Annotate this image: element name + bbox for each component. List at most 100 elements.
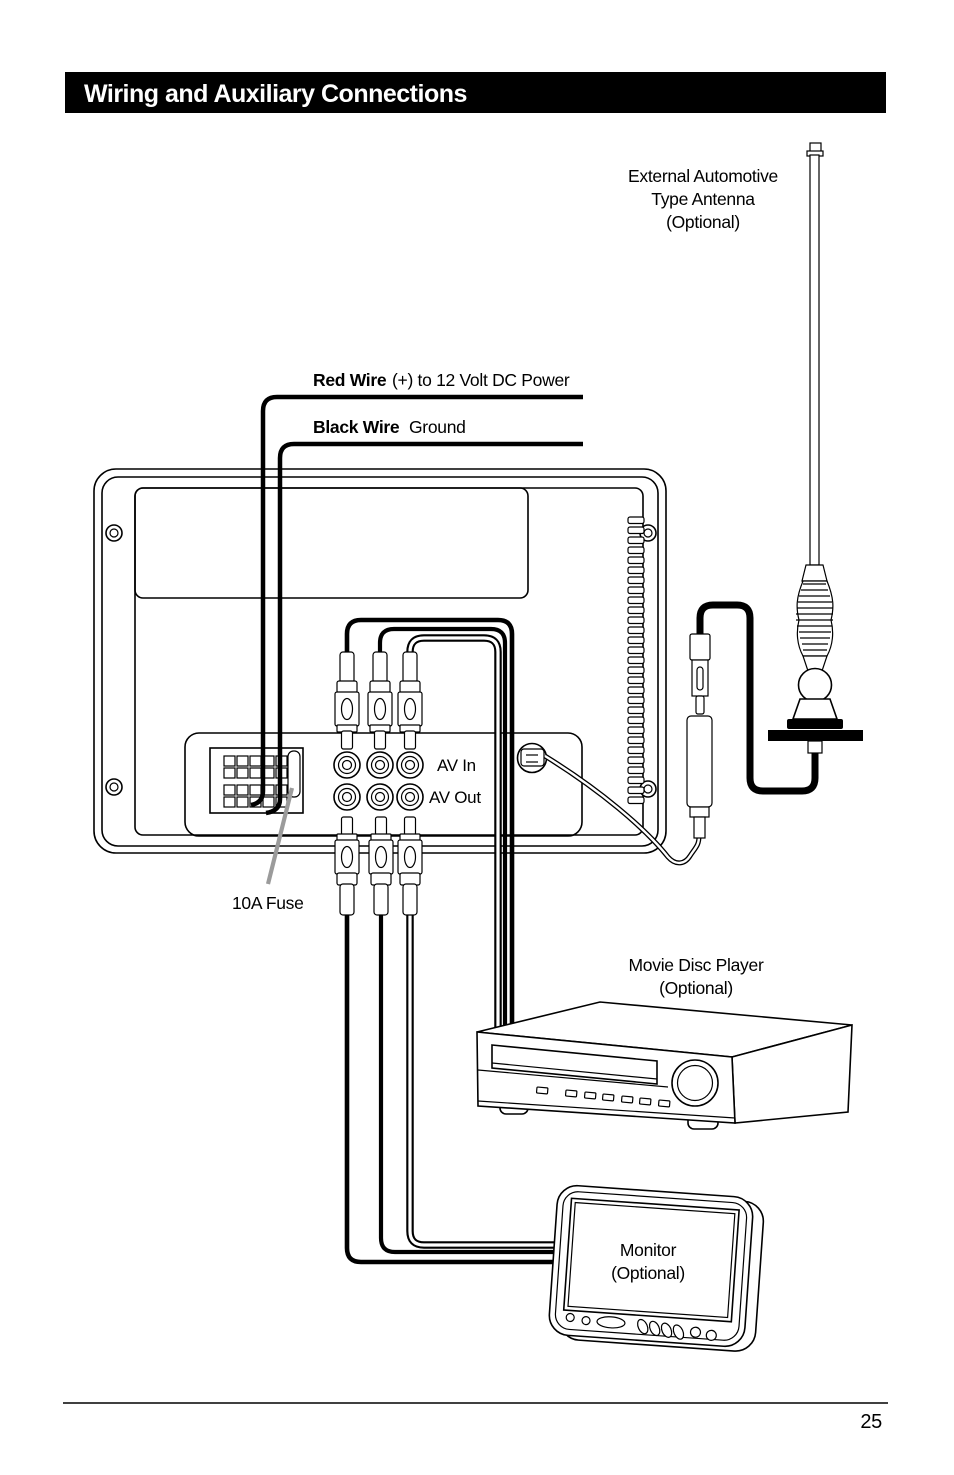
- vent-slots: [627, 516, 645, 805]
- connector-block-outline: [209, 747, 304, 814]
- header-bar-background: [65, 72, 886, 113]
- rca-jack-icon: [404, 791, 416, 803]
- vent-slot-icon: [627, 776, 645, 785]
- vent-slot-icon: [627, 606, 645, 615]
- header-bar: Wiring and Auxiliary Connections: [65, 72, 886, 113]
- rca-plug-boot: [402, 883, 418, 916]
- player-buttons: [535, 1086, 671, 1108]
- av-cable: [344, 905, 566, 1265]
- antenna-plug-sleeve: [689, 633, 711, 661]
- red-wire-line: [250, 394, 583, 808]
- vent-slot-icon: [627, 546, 645, 555]
- rca-jack-icon: [374, 791, 386, 803]
- rca-jack-icon: [404, 759, 416, 771]
- antenna-label-line2: Type Antenna: [651, 189, 755, 209]
- screw-icon: [643, 528, 653, 538]
- antenna-collar: [801, 564, 828, 582]
- player-button: [535, 1086, 549, 1095]
- connector-pin-cell: [223, 784, 236, 796]
- connector-pin-cell: [236, 784, 249, 796]
- rca-plug-step: [399, 680, 421, 694]
- screw-icon: [109, 782, 119, 792]
- screw-icon: [643, 784, 653, 794]
- vent-slot-icon: [627, 586, 645, 595]
- monitor-button: [648, 1320, 661, 1337]
- vent-slot-icon: [627, 566, 645, 575]
- monitor-button: [637, 1318, 649, 1335]
- red-wire-label-bold: Red Wire: [313, 370, 387, 390]
- external-antenna: [543, 142, 863, 866]
- fuse-pointer-line: [265, 787, 295, 885]
- connector-pin-cell: [223, 767, 236, 779]
- rca-jack-icon: [341, 759, 353, 771]
- rca-plug-tip: [403, 816, 417, 836]
- vent-slot-icon: [627, 556, 645, 565]
- antenna-plug-pin: [695, 695, 705, 715]
- disc-player-label-line1: Movie Disc Player: [629, 955, 764, 975]
- rca-plug-boot: [402, 651, 418, 684]
- player-button: [564, 1089, 578, 1098]
- vent-slot-icon: [627, 786, 645, 795]
- connector-pin-cell: [249, 767, 262, 779]
- vent-slot-icon: [627, 576, 645, 585]
- vent-slot-icon: [627, 766, 645, 775]
- vent-slot-icon: [627, 746, 645, 755]
- player-button: [638, 1097, 652, 1106]
- movie-disc-player: [476, 1001, 853, 1130]
- rca-plug-tip: [340, 816, 354, 836]
- vent-slot-icon: [627, 736, 645, 745]
- antenna-socket-barrel: [686, 715, 713, 808]
- player-front-face: [476, 1031, 736, 1124]
- monitor-label-line2: (Optional): [611, 1263, 685, 1283]
- vent-slot-icon: [627, 646, 645, 655]
- fuse-label: 10A Fuse: [232, 893, 304, 913]
- rca-plug-tip: [374, 816, 388, 836]
- connector-pin-cell: [236, 767, 249, 779]
- connector-pin-cell: [249, 755, 262, 767]
- monitor-button: [565, 1312, 575, 1323]
- page-number: 25: [860, 1411, 882, 1433]
- av-in-label: AV In: [437, 756, 476, 775]
- monitor-button: [660, 1322, 673, 1338]
- player-button: [601, 1093, 615, 1102]
- rca-plug-boot: [339, 651, 355, 684]
- vent-slot-icon: [627, 656, 645, 665]
- rca-plug-step: [336, 872, 358, 886]
- monitor-controls: [565, 1312, 717, 1341]
- monitor-button: [672, 1324, 685, 1340]
- rca-jack-icon: [374, 759, 386, 771]
- monitor-button: [689, 1326, 702, 1338]
- vent-slot-icon: [627, 726, 645, 735]
- screw-icon: [109, 528, 119, 538]
- connector-pin-cell: [223, 796, 236, 808]
- monitor-screen: [562, 1197, 740, 1323]
- rca-plug-tip: [373, 730, 387, 750]
- vent-slot-icon: [627, 756, 645, 765]
- vent-slot-icon: [627, 526, 645, 535]
- antenna-label-line3: (Optional): [666, 212, 740, 232]
- antenna-label-line1: External Automotive: [628, 166, 778, 186]
- vent-slot-icon: [627, 616, 645, 625]
- power-wires: [250, 394, 583, 816]
- vent-slot-icon: [627, 696, 645, 705]
- rca-jacks: [333, 751, 424, 811]
- connector-pin-cell: [236, 755, 249, 767]
- rca-plug-tip: [340, 730, 354, 750]
- vent-slot-icon: [627, 596, 645, 605]
- monitor-speaker: [596, 1316, 626, 1329]
- antenna-jack: [516, 742, 548, 774]
- page-footer: 25: [63, 1402, 888, 1433]
- av-in-cables: [344, 617, 515, 1035]
- monitor-body: [548, 1184, 754, 1348]
- monitor-bezel-line: [554, 1191, 748, 1341]
- player-button: [620, 1095, 634, 1104]
- fuse-holder: [287, 750, 301, 798]
- av-cable: [344, 617, 515, 1035]
- disc-player-label-line2: (Optional): [659, 978, 733, 998]
- vent-slot-icon: [627, 676, 645, 685]
- rca-plug-step: [369, 680, 391, 694]
- antenna-spring: [796, 580, 834, 657]
- rca-plug-boot: [372, 651, 388, 684]
- antenna-mount-plate: [768, 730, 863, 741]
